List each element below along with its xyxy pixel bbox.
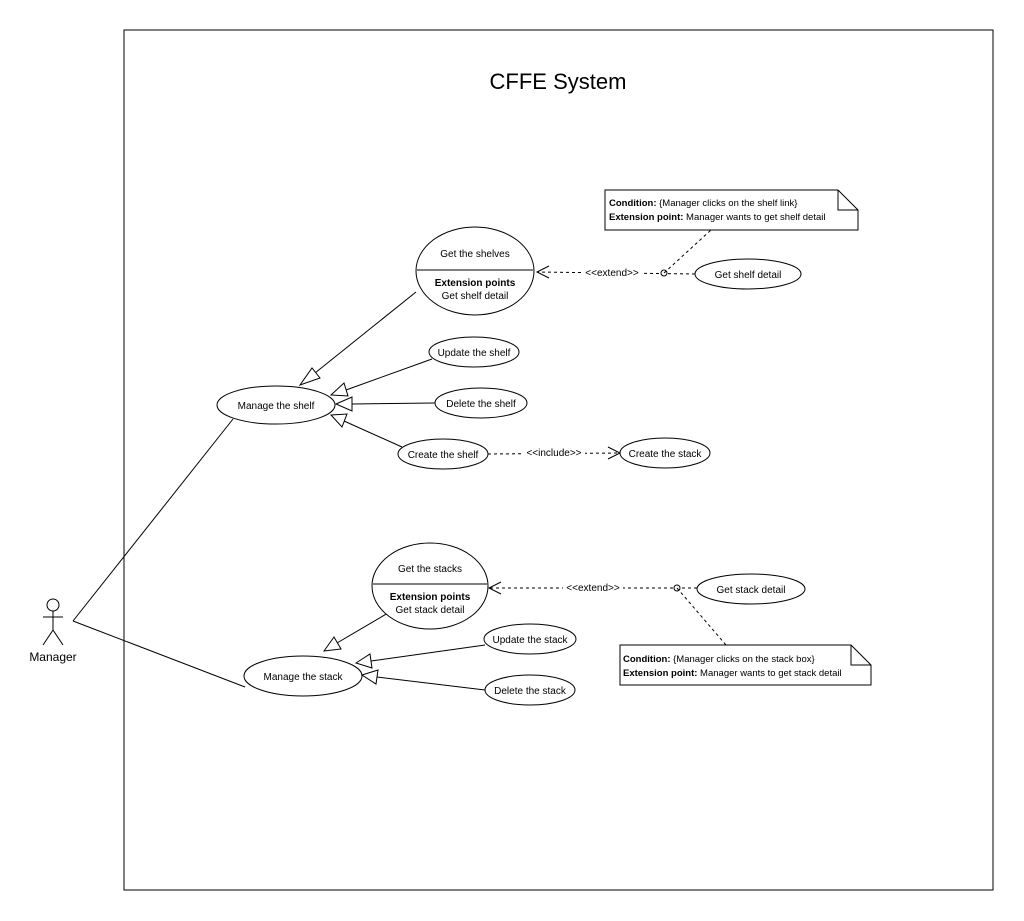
note-extension-text: Manager wants to get stack detail xyxy=(697,668,841,679)
note-extension-text: Manager wants to get shelf detail xyxy=(683,212,825,223)
generalization-update-shelf xyxy=(345,358,433,391)
use-case-ellipse xyxy=(243,655,363,697)
extend-shelf-label: <<extend>> xyxy=(585,268,639,279)
note-condition-label: Condition: xyxy=(623,654,670,665)
use-case-ellipse xyxy=(371,542,489,630)
generalization-arrowhead xyxy=(360,669,379,685)
use-case-ellipse xyxy=(696,573,806,605)
extend-stack-arrowhead xyxy=(487,581,502,595)
use-case-ellipse xyxy=(694,258,802,290)
association-manage-shelf xyxy=(72,418,234,622)
use-case-manage-stack[interactable]: Manage the stack xyxy=(243,655,363,697)
note-shape xyxy=(604,189,859,231)
use-case-label: Create the shelf xyxy=(408,450,479,461)
use-case-create-shelf[interactable]: Create the shelf xyxy=(397,438,489,470)
association-manage-stack xyxy=(72,620,246,688)
use-case-ellipse xyxy=(415,226,535,316)
generalization-arrowhead xyxy=(329,382,349,397)
generalization-arrowhead xyxy=(334,396,353,412)
generalization-delete-stack xyxy=(376,676,486,691)
note-condition-label: Condition: xyxy=(609,198,656,209)
note-extension-line: Extension point: Manager wants to get sh… xyxy=(609,212,825,223)
actor-right-leg xyxy=(52,629,64,646)
use-case-label: Manage the shelf xyxy=(238,401,315,412)
use-case-create-stack[interactable]: Create the stack xyxy=(619,437,711,469)
extend-stack-label: <<extend>> xyxy=(566,583,620,594)
use-case-get-stacks[interactable]: Get the stacks Extension points Get stac… xyxy=(371,542,489,630)
include-label-bg xyxy=(523,446,585,459)
generalization-arrowhead xyxy=(298,367,321,386)
use-case-ellipse xyxy=(428,336,520,368)
include-label: <<include>> xyxy=(526,448,581,459)
use-case-ellipse xyxy=(434,387,528,419)
extend-shelf-label-bg xyxy=(583,266,641,279)
use-case-update-shelf[interactable]: Update the shelf xyxy=(428,336,520,368)
use-case-manage-shelf[interactable]: Manage the shelf xyxy=(216,385,336,425)
generalization-arrowhead xyxy=(322,636,342,652)
use-case-label: Manage the stack xyxy=(264,672,344,683)
note-fold xyxy=(850,645,871,666)
use-case-get-shelves[interactable]: Get the shelves Extension points Get she… xyxy=(415,226,535,316)
use-case-label: Get shelf detail xyxy=(715,270,782,281)
note-condition-text: {Manager clicks on the stack box} xyxy=(670,654,814,665)
actor-head xyxy=(46,598,60,612)
use-case-delete-stack[interactable]: Delete the stack xyxy=(484,674,576,706)
note-stack-connector xyxy=(676,587,727,646)
note-stack-extension[interactable]: Condition: {Manager clicks on the stack … xyxy=(619,644,872,686)
use-case-get-shelf-detail[interactable]: Get shelf detail xyxy=(694,258,802,290)
use-case-label: Update the shelf xyxy=(438,348,511,359)
use-case-get-stack-detail[interactable]: Get stack detail xyxy=(696,573,806,605)
use-case-ellipse xyxy=(397,438,489,470)
use-case-ellipse xyxy=(619,437,711,469)
generalization-delete-shelf xyxy=(351,402,436,405)
extension-points-heading: Extension points xyxy=(435,278,516,289)
use-case-label: Delete the stack xyxy=(494,686,567,697)
extension-points-heading: Extension points xyxy=(390,592,471,603)
generalization-arrowhead xyxy=(354,653,373,669)
system-boundary xyxy=(123,29,994,891)
extension-point-item: Get stack detail xyxy=(396,605,465,616)
note-condition-line: Condition: {Manager clicks on the shelf … xyxy=(609,198,797,209)
actor-manager[interactable]: Manager xyxy=(29,598,77,664)
actor-label: Manager xyxy=(29,650,76,664)
generalization-update-stack xyxy=(370,644,486,662)
use-case-label: Get the stacks xyxy=(398,564,462,575)
extend-shelf-arrowhead xyxy=(535,265,550,279)
actor-left-leg xyxy=(42,629,54,646)
use-case-label: Update the stack xyxy=(492,635,568,646)
use-case-ellipse xyxy=(216,385,336,425)
note-condition-line: Condition: {Manager clicks on the stack … xyxy=(623,654,815,665)
use-case-ellipse xyxy=(483,623,577,655)
generalization-arrowhead xyxy=(329,413,348,428)
use-case-label: Delete the shelf xyxy=(446,399,516,410)
use-case-delete-shelf[interactable]: Delete the shelf xyxy=(434,387,528,419)
note-extension-label: Extension point: xyxy=(623,668,697,679)
note-shelf-extension[interactable]: Condition: {Manager clicks on the shelf … xyxy=(604,189,859,231)
system-title: CFFE System xyxy=(490,69,627,94)
note-shape xyxy=(619,644,872,686)
extend-stack-label-bg xyxy=(563,581,623,594)
use-case-label: Create the stack xyxy=(629,449,703,460)
generalization-get-shelves xyxy=(314,291,417,374)
generalization-create-shelf xyxy=(343,420,403,448)
extension-point-item: Get shelf detail xyxy=(442,291,509,302)
use-case-ellipse xyxy=(484,674,576,706)
note-extension-line: Extension point: Manager wants to get st… xyxy=(623,668,842,679)
use-case-label: Get the shelves xyxy=(440,249,509,260)
note-fold xyxy=(837,190,858,211)
note-condition-text: {Manager clicks on the shelf link} xyxy=(656,198,797,209)
use-case-update-stack[interactable]: Update the stack xyxy=(483,623,577,655)
use-case-label: Get stack detail xyxy=(717,585,786,596)
generalization-get-stacks xyxy=(336,612,389,644)
note-extension-label: Extension point: xyxy=(609,212,683,223)
note-shelf-connector xyxy=(663,229,712,274)
